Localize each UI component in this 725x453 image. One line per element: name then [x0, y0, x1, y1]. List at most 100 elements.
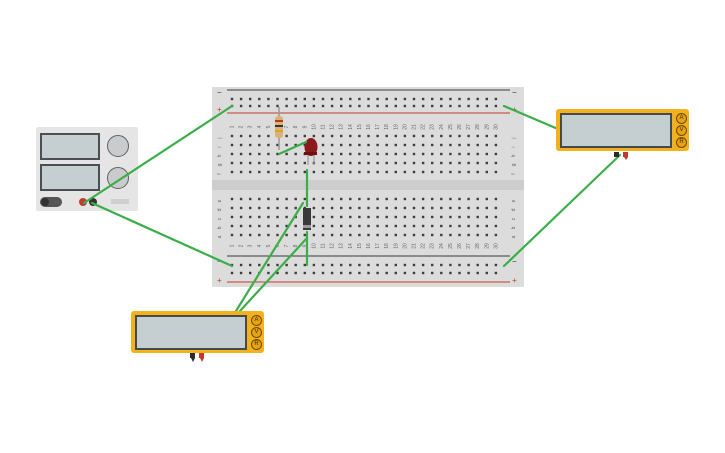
breadboard-hole[interactable] [349, 143, 352, 147]
breadboard-hole[interactable] [249, 215, 252, 219]
breadboard-hole[interactable] [349, 206, 352, 210]
multimeter-bottom-knob-r[interactable]: R [251, 339, 262, 350]
breadboard-hole[interactable] [494, 134, 498, 138]
breadboard-hole[interactable] [230, 271, 234, 275]
breadboard-hole[interactable] [285, 215, 288, 219]
breadboard-hole[interactable] [230, 161, 234, 165]
breadboard-hole[interactable] [385, 263, 388, 267]
positive-terminal[interactable] [79, 198, 87, 206]
breadboard-hole[interactable] [321, 104, 325, 108]
breadboard-hole[interactable] [294, 152, 297, 156]
breadboard-hole[interactable] [494, 215, 498, 219]
multimeter-right[interactable]: A V R [556, 109, 689, 151]
breadboard-hole[interactable] [376, 143, 379, 147]
breadboard-hole[interactable] [385, 206, 388, 210]
breadboard-hole[interactable] [285, 170, 288, 174]
breadboard-hole[interactable] [349, 104, 352, 108]
breadboard-hole[interactable] [358, 271, 361, 275]
breadboard-hole[interactable] [330, 233, 334, 237]
breadboard-hole[interactable] [385, 143, 388, 147]
breadboard-hole[interactable] [330, 161, 334, 165]
breadboard-hole[interactable] [249, 134, 252, 138]
breadboard-hole[interactable] [267, 233, 270, 237]
breadboard-hole[interactable] [230, 170, 234, 174]
breadboard-hole[interactable] [276, 152, 279, 156]
breadboard-hole[interactable] [494, 271, 498, 275]
breadboard-hole[interactable] [230, 97, 234, 101]
breadboard-hole[interactable] [476, 206, 479, 210]
breadboard-hole[interactable] [467, 143, 470, 147]
breadboard-hole[interactable] [321, 143, 325, 147]
breadboard-hole[interactable] [340, 104, 343, 108]
breadboard-hole[interactable] [358, 215, 361, 219]
breadboard-hole[interactable] [394, 206, 397, 210]
breadboard-hole[interactable] [285, 134, 288, 138]
breadboard-hole[interactable] [412, 170, 416, 174]
breadboard-hole[interactable] [476, 134, 479, 138]
wire-resistor-led[interactable] [277, 140, 308, 156]
breadboard-hole[interactable] [249, 206, 252, 210]
breadboard-hole[interactable] [421, 161, 425, 165]
breadboard-hole[interactable] [467, 134, 470, 138]
breadboard-hole[interactable] [230, 224, 234, 228]
breadboard-hole[interactable] [267, 215, 270, 219]
breadboard-hole[interactable] [285, 271, 288, 275]
breadboard-hole[interactable] [376, 224, 379, 228]
breadboard-hole[interactable] [239, 170, 243, 174]
breadboard-hole[interactable] [312, 215, 316, 219]
wire-meter-right-2[interactable] [502, 153, 622, 268]
breadboard-hole[interactable] [349, 197, 352, 201]
breadboard-hole[interactable] [485, 197, 488, 201]
breadboard-hole[interactable] [394, 271, 397, 275]
breadboard-hole[interactable] [467, 152, 470, 156]
breadboard-hole[interactable] [230, 197, 234, 201]
breadboard-hole[interactable] [431, 152, 434, 156]
breadboard-hole[interactable] [376, 206, 379, 210]
breadboard-hole[interactable] [230, 134, 234, 138]
breadboard-hole[interactable] [476, 215, 479, 219]
breadboard-hole[interactable] [349, 134, 352, 138]
breadboard-hole[interactable] [249, 233, 252, 237]
breadboard-hole[interactable] [249, 97, 252, 101]
breadboard-hole[interactable] [494, 233, 498, 237]
breadboard-hole[interactable] [476, 97, 479, 101]
breadboard-hole[interactable] [385, 197, 388, 201]
breadboard-hole[interactable] [267, 161, 270, 165]
breadboard-hole[interactable] [239, 263, 243, 267]
breadboard-hole[interactable] [312, 271, 316, 275]
breadboard-hole[interactable] [330, 215, 334, 219]
breadboard-hole[interactable] [412, 215, 416, 219]
breadboard-hole[interactable] [431, 224, 434, 228]
breadboard-hole[interactable] [330, 271, 334, 275]
breadboard-hole[interactable] [349, 161, 352, 165]
breadboard-hole[interactable] [449, 215, 452, 219]
breadboard-hole[interactable] [431, 271, 434, 275]
breadboard-hole[interactable] [449, 233, 452, 237]
breadboard-hole[interactable] [476, 233, 479, 237]
breadboard-hole[interactable] [239, 197, 243, 201]
breadboard-hole[interactable] [321, 152, 325, 156]
multimeter-right-knob-a[interactable]: A [676, 113, 687, 124]
breadboard-hole[interactable] [276, 206, 279, 210]
breadboard-hole[interactable] [412, 197, 416, 201]
breadboard-hole[interactable] [294, 104, 297, 108]
breadboard-hole[interactable] [494, 152, 498, 156]
breadboard-hole[interactable] [376, 215, 379, 219]
breadboard-hole[interactable] [340, 263, 343, 267]
breadboard-hole[interactable] [476, 104, 479, 108]
breadboard-hole[interactable] [485, 97, 488, 101]
breadboard-hole[interactable] [367, 233, 370, 237]
breadboard-hole[interactable] [312, 104, 316, 108]
breadboard-hole[interactable] [285, 104, 288, 108]
probe-black-icon[interactable] [190, 152, 619, 362]
breadboard-hole[interactable] [376, 271, 379, 275]
breadboard-hole[interactable] [285, 206, 288, 210]
breadboard-hole[interactable] [267, 170, 270, 174]
breadboard-hole[interactable] [321, 134, 325, 138]
power-switch[interactable] [40, 197, 62, 207]
breadboard-hole[interactable] [394, 170, 397, 174]
breadboard-hole[interactable] [385, 170, 388, 174]
breadboard-hole[interactable] [440, 134, 443, 138]
breadboard-hole[interactable] [376, 170, 379, 174]
breadboard-hole[interactable] [449, 263, 452, 267]
